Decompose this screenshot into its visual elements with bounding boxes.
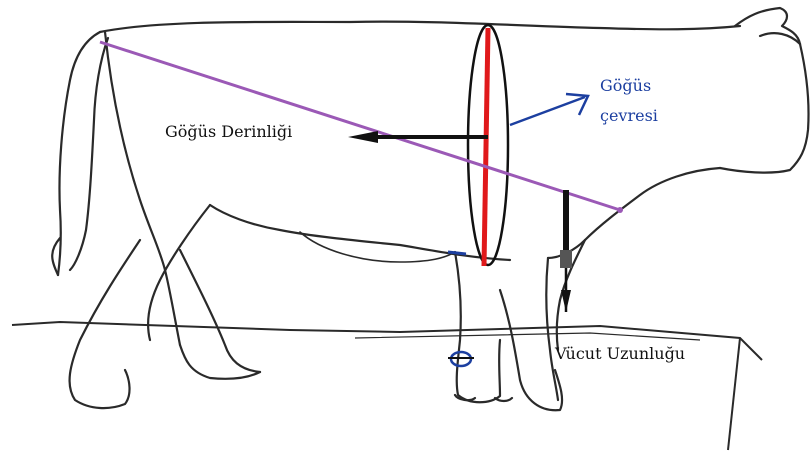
chest-depth-label: Göğüs Derinliği xyxy=(165,124,292,140)
cow-outline xyxy=(52,8,808,410)
chest-depth-line xyxy=(484,28,488,266)
leg-marker xyxy=(448,352,474,366)
chest-girth-pointer xyxy=(510,94,588,125)
body-length-label: Vücut Uzunluğu xyxy=(555,346,685,362)
belly-marker xyxy=(448,252,466,254)
body-length-end-marker xyxy=(617,207,623,213)
chest-girth-label-line1: Göğüs xyxy=(600,78,651,94)
chest-girth-label-line2: çevresi xyxy=(600,108,658,124)
ground-lines xyxy=(12,322,762,450)
